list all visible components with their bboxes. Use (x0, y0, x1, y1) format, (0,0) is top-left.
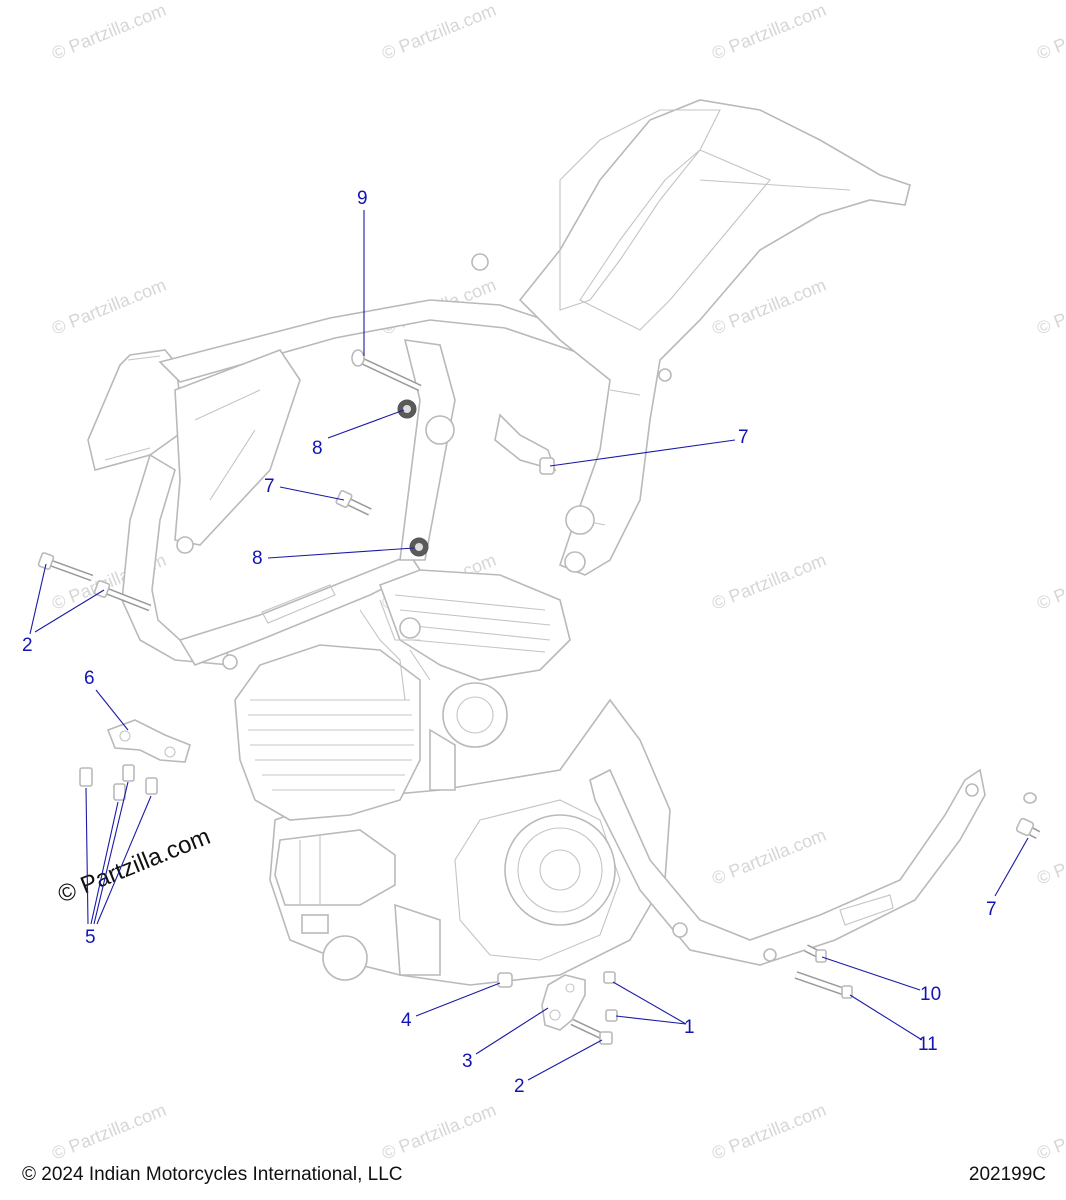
watermark: © Partzilla.com (1034, 0, 1066, 64)
leader-2a (34, 589, 105, 633)
leader-3 (475, 1007, 549, 1055)
leader-8a (327, 409, 405, 439)
copyright-notice: © 2024 Indian Motorcycles International,… (22, 1164, 403, 1185)
callout-10: 10 (920, 984, 941, 1005)
bracket-bolts (79, 764, 158, 801)
leader-2b (527, 1039, 603, 1081)
leader-7a (549, 439, 736, 467)
frame-boss (658, 368, 672, 382)
frame-gusset (174, 349, 301, 546)
watermark: © Partzilla.com (1034, 825, 1066, 889)
leader-5 (96, 795, 152, 925)
leader-1 (615, 1015, 687, 1025)
callout-1: 1 (684, 1017, 695, 1038)
mount-bolt-left (335, 489, 372, 516)
watermark: © Partzilla.com (1034, 1100, 1066, 1164)
watermark: © Partzilla.com (379, 0, 499, 64)
through-bolt (351, 349, 422, 392)
callout-6: 6 (84, 668, 95, 689)
nut (497, 972, 513, 988)
hardware (37, 349, 1041, 1045)
leader-7b (279, 486, 345, 501)
callout-7: 7 (264, 476, 275, 497)
frame-cross-tube (494, 413, 557, 472)
engine-bracket-upper (106, 719, 191, 763)
leader-4 (415, 982, 501, 1017)
watermark: © Partzilla.com (49, 1100, 169, 1164)
leader-8b (267, 547, 415, 559)
leader-10 (821, 956, 921, 991)
watermark: © Partzilla.com (709, 825, 829, 889)
frame-boss (471, 253, 489, 271)
watermark: © Partzilla.com (49, 275, 169, 339)
callout-7: 7 (986, 899, 997, 920)
watermark: © Partzilla.com (49, 0, 169, 64)
watermark: © Partzilla.com (379, 1100, 499, 1164)
leader-5 (90, 801, 119, 925)
primary-cover (504, 814, 616, 926)
leader-lines (29, 210, 1029, 1081)
rail-bolt-short (804, 944, 827, 963)
long-bolt-lower (93, 580, 152, 612)
lower-rail-assembly (589, 768, 986, 966)
oil-filter (322, 935, 368, 981)
watermark: © Partzilla.com (709, 550, 829, 614)
connector (301, 914, 329, 934)
leader-7c (994, 837, 1029, 897)
callout-8: 8 (312, 438, 323, 459)
leader-11 (849, 994, 923, 1041)
bolt-short (603, 971, 616, 984)
frame-boss (425, 415, 455, 445)
lower-cradle-rail (589, 768, 986, 966)
diagram-id: 202199C (968, 1164, 1046, 1185)
leader-5 (93, 781, 129, 925)
bolt-short (605, 1009, 618, 1022)
watermark: © Partzilla.com (1034, 275, 1066, 339)
rail-bolt-long (794, 971, 853, 999)
callout-3: 3 (462, 1051, 473, 1072)
leader-1 (612, 981, 687, 1025)
leader-2a (29, 563, 47, 635)
callout-7: 7 (738, 427, 749, 448)
frame-boss (222, 654, 238, 670)
starter-motor (274, 829, 396, 906)
callout-2: 2 (22, 635, 33, 656)
frame-spine (399, 339, 456, 561)
watermark: © Partzilla.com (709, 1100, 829, 1164)
callout-2: 2 (514, 1076, 525, 1097)
frame-boss (565, 505, 595, 535)
engine-assembly (234, 569, 671, 986)
mount-bolt-rear (539, 457, 555, 475)
leader-5 (85, 787, 89, 925)
watermark: © Partzilla.com (1034, 550, 1066, 614)
watermark: © Partzilla.com (709, 0, 829, 64)
frame-boss (176, 536, 194, 554)
throttle-body (442, 682, 508, 748)
callout-5: 5 (85, 927, 96, 948)
callout-11: 11 (918, 1034, 938, 1055)
frame-boss (564, 551, 586, 573)
long-bolt-upper (37, 552, 94, 582)
leader-6 (95, 689, 129, 731)
rear-cylinder-head (378, 569, 571, 681)
front-cylinder-head (234, 644, 421, 821)
callout-8: 8 (252, 548, 263, 569)
callouts: 9 8 7 7 8 2 6 5 7 10 1 4 3 11 2 (22, 188, 997, 1097)
mount-bolt-right (1015, 792, 1041, 839)
long-bolt-bottom (570, 1018, 613, 1045)
callout-4: 4 (401, 1010, 412, 1031)
callout-9: 9 (357, 188, 368, 209)
